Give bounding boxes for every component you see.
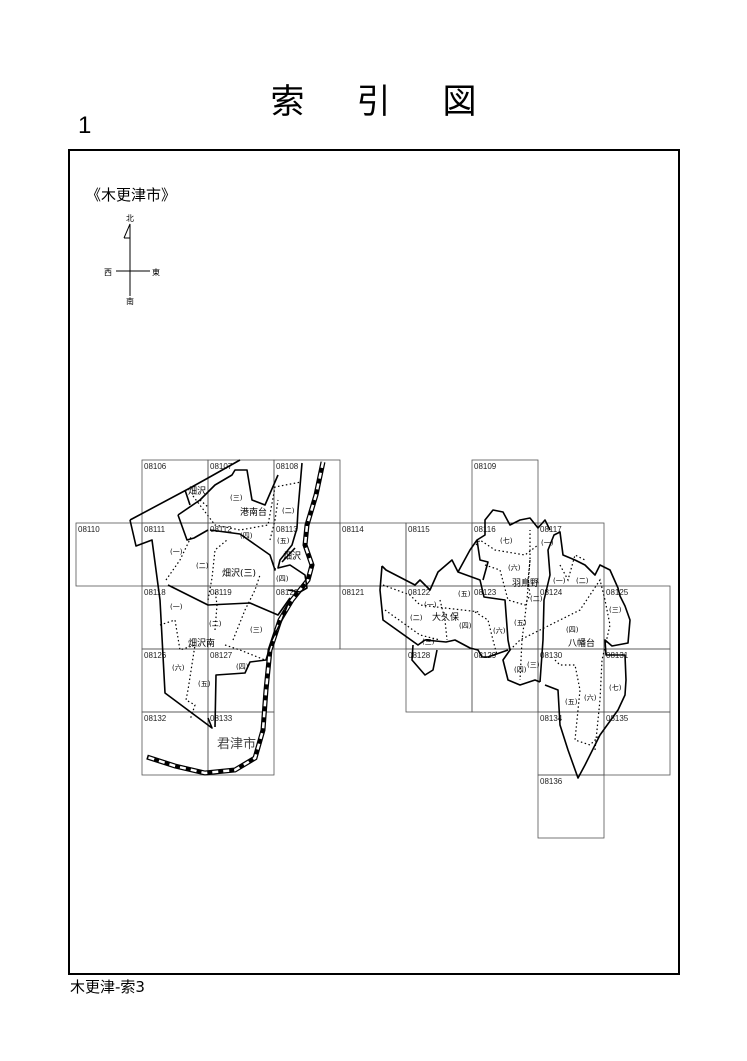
- boundaries: [129, 459, 631, 779]
- section-labels: (三) (二) (四) (五) (一) (二) (四) (一) (二) (三) …: [170, 494, 622, 706]
- compass-east: 東: [152, 268, 160, 277]
- map-sheet-number: 08120: [276, 588, 299, 597]
- map-sheet-number: 08135: [606, 714, 629, 723]
- compass-icon: [116, 223, 150, 296]
- section-label: (四): [459, 622, 472, 630]
- section-label: (五): [458, 590, 471, 598]
- map-sheet-number: 08113: [276, 525, 298, 534]
- compass-north: 北: [126, 214, 134, 223]
- map-sheet-number: 08109: [474, 462, 497, 471]
- section-label: (七): [500, 536, 513, 545]
- section-label: (二): [410, 614, 423, 622]
- map-sheet-number: 08117: [540, 525, 562, 534]
- section-label: (三): [527, 661, 540, 669]
- place-labels: 畑沢 港南台 畑沢 畑沢(三) 畑沢南 君津市 大久保 羽鳥野 八幡台: [188, 485, 595, 752]
- map-sheet-number: 08112: [210, 525, 232, 534]
- section-label: (四): [514, 666, 527, 674]
- map-sheet-number: 08115: [408, 525, 430, 534]
- map-sheet-number: 08130: [540, 651, 563, 660]
- section-label: (四): [276, 575, 289, 583]
- place-hatazawa-east: 畑沢: [283, 550, 301, 562]
- section-label: (一): [541, 539, 554, 547]
- section-label: (六): [584, 693, 597, 702]
- compass-south: 南: [126, 297, 134, 306]
- map-sheet-number: 08128: [408, 651, 431, 660]
- section-label: (二): [209, 620, 222, 628]
- place-konandai: 港南台: [240, 506, 267, 518]
- section-label: (一): [170, 603, 183, 611]
- section-label: (一): [553, 577, 566, 585]
- section-label: (三): [422, 638, 435, 646]
- page-number: 1: [78, 112, 92, 139]
- section-label: (五): [198, 680, 211, 688]
- map-sheet-number: 08132: [144, 714, 167, 723]
- footer-label: 木更津-索3: [70, 978, 145, 996]
- map-frame: [68, 149, 680, 975]
- map-sheet-number: 08123: [474, 588, 497, 597]
- map-sheet-number: 08124: [540, 588, 563, 597]
- map-sheet-number: 08114: [342, 525, 364, 534]
- page-title: 索引図: [270, 82, 529, 122]
- section-lines: [159, 481, 611, 751]
- map-sheet-number: 08129: [474, 651, 497, 660]
- section-label: (二): [196, 562, 209, 570]
- section-label: (六): [493, 626, 506, 635]
- section-label: (三): [230, 494, 243, 502]
- map-sheet-number: 08107: [210, 462, 233, 471]
- section-label: (三): [609, 606, 622, 614]
- map-sheet-number: 08118: [144, 588, 166, 597]
- map-sheet-cell: [207, 711, 275, 776]
- map-sheet-number: 08125: [606, 588, 629, 597]
- map-sheet-cell: [603, 711, 671, 776]
- railway-line: [146, 461, 326, 776]
- place-hatazawa-minami: 畑沢南: [188, 637, 215, 649]
- section-label: (四): [566, 626, 579, 634]
- section-label: (四): [236, 663, 249, 671]
- section-label: (二): [576, 577, 589, 585]
- map-sheet-number: 08136: [540, 777, 563, 786]
- section-label: (六): [172, 663, 185, 672]
- section-label: (三): [250, 626, 263, 634]
- place-hatazawa-3: 畑沢(三): [222, 567, 256, 579]
- place-hatorino: 羽鳥野: [512, 577, 539, 589]
- map-sheet-number: 08126: [144, 651, 167, 660]
- section-label: (五): [277, 537, 290, 545]
- map-sheet-number: 08111: [144, 525, 166, 534]
- place-yawatadai: 八幡台: [568, 637, 595, 649]
- place-hatazawa-north: 畑沢: [188, 485, 206, 497]
- map-sheet-number: 08127: [210, 651, 233, 660]
- section-label: (四): [240, 532, 253, 540]
- map-sheet-cell: [537, 774, 605, 839]
- map-sheet-number: 08121: [342, 588, 365, 597]
- section-label: (六): [508, 563, 521, 572]
- map-sheet-number: 08108: [276, 462, 299, 471]
- section-label: (二): [530, 595, 543, 603]
- map-sheet-grid: 08106 08107 08108 08109 08110 08111 08112 08113…: [75, 459, 671, 839]
- map-sheet-number: 08133: [210, 714, 233, 723]
- map-sheet-number: 08134: [540, 714, 563, 723]
- city-label: 《木更津市》: [86, 186, 177, 204]
- map-sheet-number: 08110: [78, 525, 100, 534]
- section-label: (五): [514, 619, 527, 627]
- map-sheet-number: 08122: [408, 588, 431, 597]
- place-kimitsu-city: 君津市: [217, 736, 256, 752]
- section-label: (一): [170, 548, 183, 556]
- section-label: (二): [282, 507, 295, 515]
- map-sheet-number: 08119: [210, 588, 232, 597]
- section-label: (七): [609, 683, 622, 692]
- place-okubo: 大久保: [432, 611, 459, 623]
- compass-west: 西: [104, 268, 112, 277]
- map-sheet-number: 08106: [144, 462, 167, 471]
- section-label: (一): [424, 601, 437, 609]
- section-label: (五): [565, 698, 578, 706]
